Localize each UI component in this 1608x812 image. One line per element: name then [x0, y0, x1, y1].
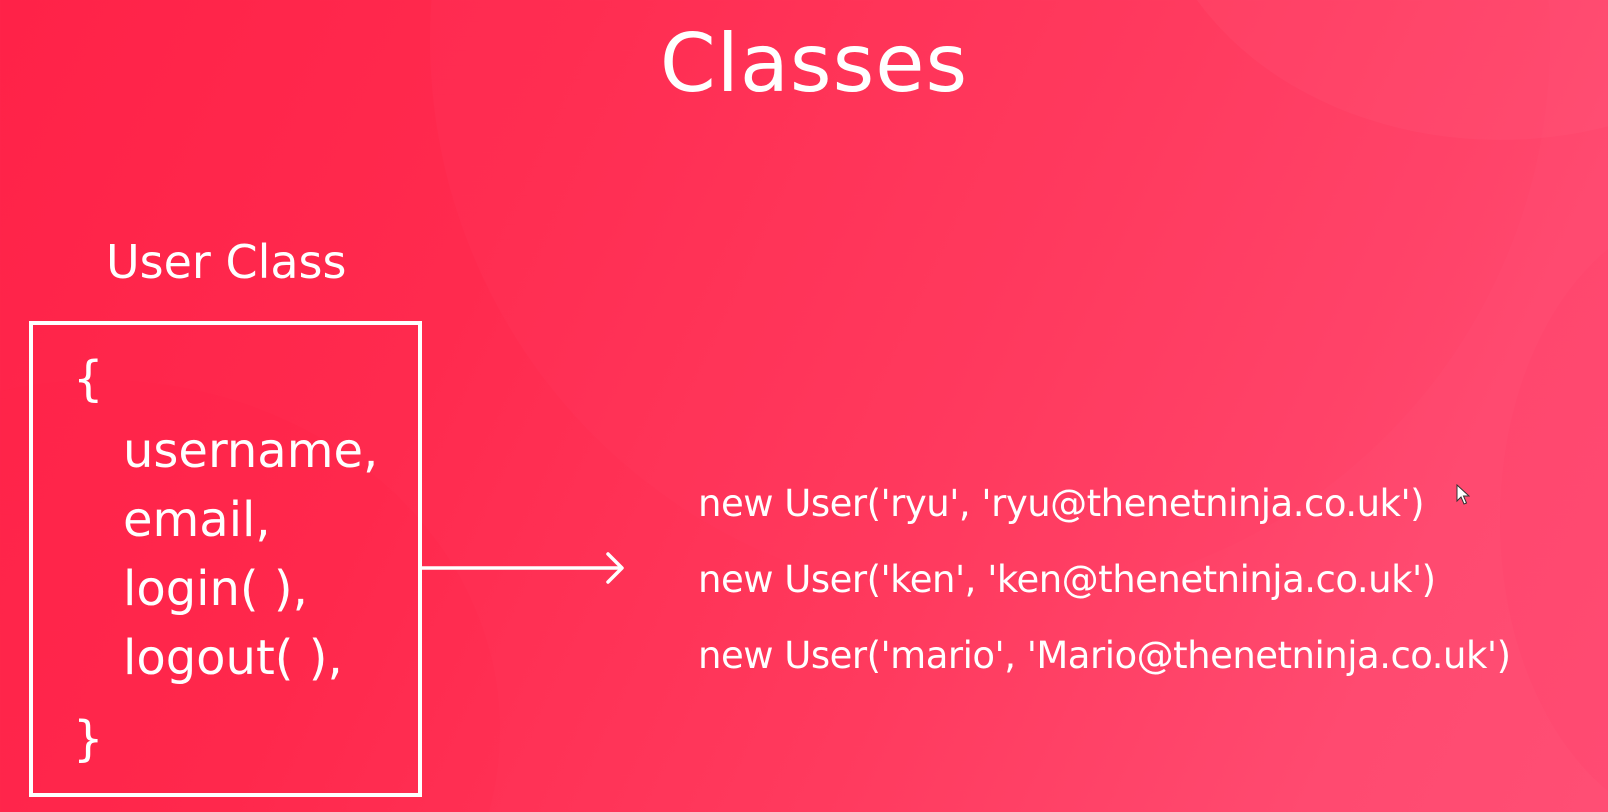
arrow-right-icon: [422, 552, 624, 584]
class-member-logout: logout( ),: [123, 630, 343, 686]
instance-mario: new User('mario', 'Mario@thenetninja.co.…: [698, 634, 1511, 677]
instance-list: new User('ryu', 'ryu@thenetninja.co.uk')…: [698, 466, 1511, 694]
mouse-pointer-icon: [1456, 484, 1470, 505]
class-definition-box: { username, email, login( ), logout( ), …: [29, 321, 422, 797]
instance-ryu: new User('ryu', 'ryu@thenetninja.co.uk'): [698, 482, 1425, 525]
slide-title: Classes: [659, 17, 969, 110]
class-label: User Class: [106, 235, 347, 289]
class-member-login: login( ),: [123, 561, 308, 617]
background-blob: [1500, 210, 1608, 812]
class-member-email: email,: [123, 492, 271, 548]
instance-ken: new User('ken', 'ken@thenetninja.co.uk'): [698, 558, 1436, 601]
class-member-list: username, email, login( ), logout( ),: [123, 417, 378, 693]
class-member-username: username,: [123, 423, 379, 479]
close-brace: }: [73, 711, 104, 767]
open-brace: {: [73, 351, 104, 407]
